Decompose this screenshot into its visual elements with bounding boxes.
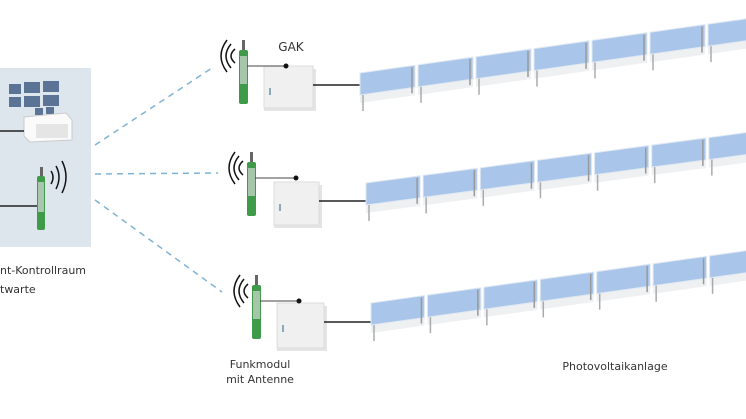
radio-module-icon bbox=[252, 275, 261, 339]
solar-panel bbox=[594, 144, 650, 191]
solar-panel bbox=[649, 23, 706, 71]
solar-panel bbox=[370, 294, 425, 341]
solar-panel bbox=[539, 271, 595, 318]
central-radio-module-icon bbox=[37, 167, 45, 230]
control-room-label: nt-Kontrollraum twarte bbox=[0, 263, 92, 297]
control-room-label-line2: twarte bbox=[0, 283, 36, 296]
pv-row-3 bbox=[370, 250, 746, 341]
solar-panel bbox=[359, 64, 416, 111]
pv-plant-label: Photovoltaikanlage bbox=[562, 360, 668, 373]
solar-panel bbox=[479, 160, 535, 206]
solar-panel bbox=[707, 18, 746, 63]
station-3 bbox=[233, 274, 371, 351]
gak-label: GAK bbox=[278, 40, 304, 54]
junction-box-icon bbox=[260, 298, 327, 351]
radio-module-icon bbox=[239, 40, 248, 104]
solar-panel bbox=[591, 32, 648, 79]
radio-link-2 bbox=[94, 172, 219, 175]
junction-box-icon bbox=[255, 175, 322, 228]
solar-panel bbox=[533, 40, 590, 87]
solar-panel bbox=[652, 255, 708, 302]
solar-panel bbox=[709, 250, 746, 294]
radio-module-label-line2: mit Antenne bbox=[226, 373, 294, 386]
solar-panel bbox=[483, 279, 538, 326]
solar-panel bbox=[426, 287, 482, 334]
pv-row-1 bbox=[359, 18, 746, 111]
control-desk-icon bbox=[23, 112, 73, 143]
station-1 bbox=[220, 39, 360, 111]
wireless-signal-icon bbox=[233, 274, 249, 308]
wireless-signal-icon bbox=[50, 160, 67, 194]
radio-link-3 bbox=[94, 199, 223, 293]
wireless-signal-icon bbox=[228, 151, 244, 185]
solar-panel bbox=[536, 152, 593, 199]
station-2 bbox=[228, 151, 366, 228]
solar-panel bbox=[417, 56, 474, 103]
solar-panel bbox=[365, 175, 421, 221]
solar-panel bbox=[651, 137, 707, 184]
solar-panel bbox=[422, 167, 478, 214]
control-room-label-line1: nt-Kontrollraum bbox=[0, 264, 87, 277]
radio-links bbox=[94, 67, 223, 293]
solar-panel bbox=[475, 48, 532, 95]
wireless-signal-icon bbox=[220, 39, 236, 73]
junction-box-icon bbox=[247, 63, 316, 111]
radio-module-icon bbox=[247, 152, 256, 216]
monitor-wall-icon bbox=[9, 81, 59, 115]
radio-module-label-line1: Funkmodul bbox=[229, 358, 291, 371]
radio-link-1 bbox=[94, 67, 213, 146]
pv-row-2 bbox=[365, 132, 746, 221]
solar-panel bbox=[708, 132, 746, 176]
radio-module-label: Funkmodul mit Antenne bbox=[210, 357, 310, 387]
solar-panel bbox=[596, 263, 651, 310]
